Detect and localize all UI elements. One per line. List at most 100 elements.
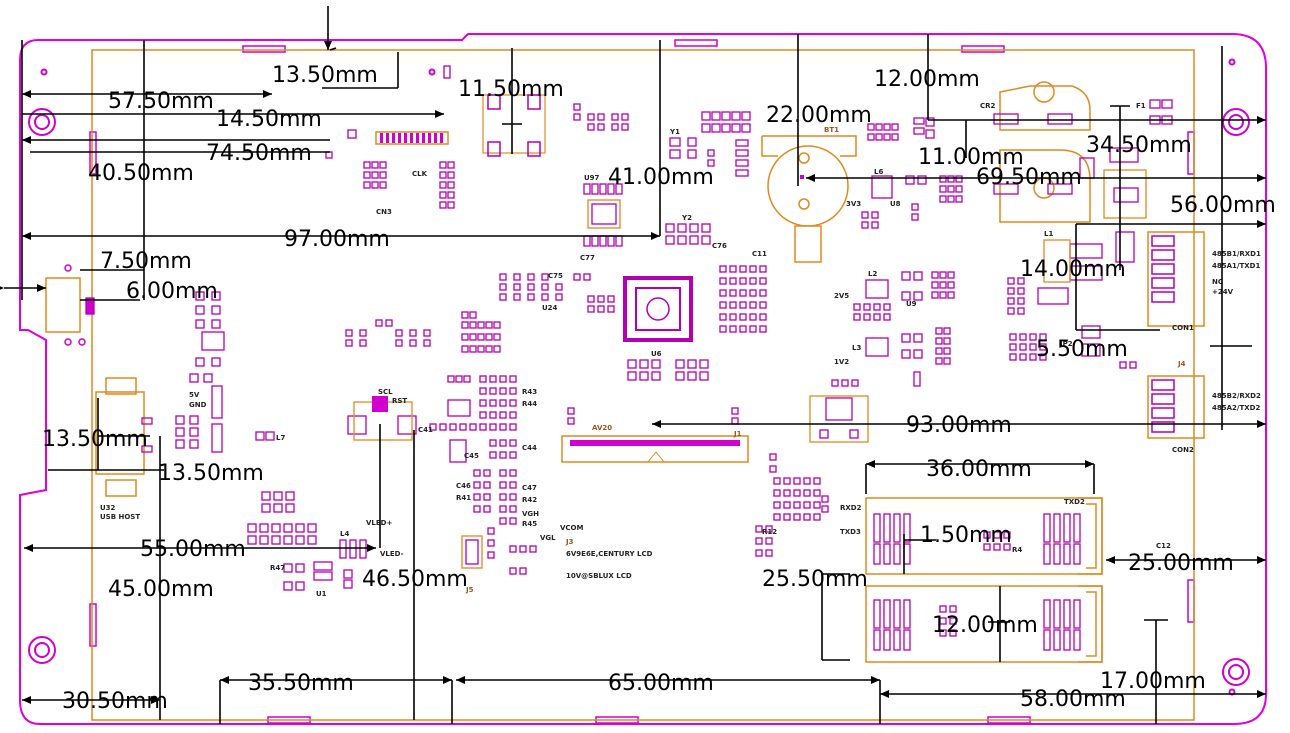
label-2v5: 2V5 (834, 292, 849, 300)
label-r45: R45 (522, 520, 537, 528)
usb-connector (45, 277, 145, 497)
filled-pads (372, 175, 804, 412)
label-485a1: 485A1/TXD1 (1212, 262, 1260, 270)
dim-34-50: 34.50mm (1086, 133, 1192, 158)
mounting-holes (28, 58, 1250, 696)
label-24v: +24V (1212, 288, 1234, 296)
label-r47: R47 (270, 564, 285, 572)
dim-46-50: 46.50mm (362, 567, 468, 592)
dim-36-00: 36.00mm (926, 457, 1032, 482)
dim-6-00: 6.00mm (126, 279, 218, 304)
label-c11: C11 (752, 250, 767, 258)
dimension-arrowhead (1257, 116, 1266, 124)
dim-17-00: 17.00mm (1100, 669, 1206, 694)
label-u9: U9 (906, 300, 917, 308)
label-5v: 5V (189, 391, 200, 399)
dim-12-00-top: 12.00mm (874, 67, 980, 92)
label-c12: C12 (1156, 542, 1171, 550)
dimension-arrowhead (651, 232, 660, 240)
dim-12-00-bot: 12.00mm (932, 613, 1038, 638)
label-gnd: GND (189, 401, 207, 409)
label-r42: R42 (522, 496, 537, 504)
dimension-arrowhead (880, 690, 889, 698)
dimension-arrowhead (324, 41, 332, 50)
label-lcd-line1: 6V9E6E,CENTURY LCD (566, 550, 653, 558)
dimension-line (329, 47, 337, 51)
label-usb-host: USB HOST (100, 513, 140, 521)
label-r43: R43 (522, 388, 537, 396)
dimension-arrowhead (443, 676, 452, 684)
dimension-arrowhead (0, 286, 4, 290)
label-f1: F1 (1136, 102, 1146, 110)
label-485b2: 485B2/RXD2 (1212, 392, 1261, 400)
dimension-arrowhead (1257, 420, 1266, 428)
dim-25-50: 25.50mm (762, 567, 868, 592)
label-j4: J4 (1177, 360, 1186, 368)
label-clk: CLK (412, 170, 428, 178)
dimension-arrowhead (1085, 460, 1094, 468)
dim-13-50-top: 13.50mm (272, 63, 378, 88)
dim-35-50: 35.50mm (248, 671, 354, 696)
dim-14-50: 14.50mm (216, 107, 322, 132)
label-con2: CON2 (1172, 446, 1194, 454)
label-c41: C41 (418, 426, 433, 434)
label-l3: L3 (852, 344, 861, 352)
dim-93-00: 93.00mm (906, 413, 1012, 438)
label-j5: J5 (465, 586, 474, 594)
dimension-arrowhead (1257, 174, 1266, 182)
dimension-arrowhead (1257, 556, 1266, 564)
label-c44: C44 (522, 444, 537, 452)
dim-58-00: 58.00mm (1020, 687, 1126, 712)
dimension-arrowhead (263, 90, 272, 98)
label-u6: U6 (651, 350, 662, 358)
label-lcd-line2: 10V@SBLUX LCD (566, 572, 632, 580)
label-jp2: JP2 (1059, 340, 1073, 348)
dimension-arrowhead (456, 676, 465, 684)
cpu-u6 (623, 276, 693, 342)
dimension-arrowhead (220, 676, 229, 684)
label-vgh: VGH (522, 510, 539, 518)
right-connectors (1147, 231, 1205, 439)
dimension-labels: 13.50mm 57.50mm 11.50mm 14.50mm 74.50mm … (42, 63, 1276, 714)
dimension-arrowhead (866, 460, 875, 468)
dimension-arrowhead (1257, 220, 1266, 228)
board-outline (19, 33, 1267, 725)
label-c76: C76 (712, 242, 727, 250)
label-r41: R41 (456, 494, 471, 502)
label-scl: SCL (378, 388, 393, 396)
dimension-arrowhead (37, 284, 46, 292)
label-j1: J1 (733, 430, 742, 438)
dimension-arrowhead (22, 232, 31, 240)
label-con1: CON1 (1172, 324, 1194, 332)
label-485b1: 485B1/RXD1 (1212, 250, 1261, 258)
dim-30-50: 30.50mm (62, 689, 168, 714)
dim-56-00: 56.00mm (1170, 193, 1276, 218)
dim-11-00: 11.00mm (918, 145, 1024, 170)
label-485a2: 485A2/TXD2 (1212, 404, 1260, 412)
label-1v2: 1V2 (834, 358, 849, 366)
dimension-arrowhead (367, 544, 376, 552)
dim-65-00: 65.00mm (608, 671, 714, 696)
label-r4: R4 (1012, 546, 1022, 554)
dim-45-00: 45.00mm (108, 577, 214, 602)
dim-69-50: 69.50mm (976, 165, 1082, 190)
pad-clusters (85, 65, 1173, 651)
dim-97-00: 97.00mm (284, 227, 390, 252)
dim-7-50: 7.50mm (100, 249, 192, 274)
relay-block-1 (865, 497, 1103, 663)
silkscreen-labels: BT1 U6 AV20 J1 J3 J4 J5 U32 USB HOST CLK… (100, 102, 1261, 598)
label-rst: RST (392, 397, 407, 405)
dimension-arrowhead (871, 676, 880, 684)
dim-41-00: 41.00mm (608, 165, 714, 190)
dimension-arrowhead (806, 174, 815, 182)
silkscreen-outline (91, 49, 1195, 721)
label-c47: C47 (522, 484, 537, 492)
dim-25-00: 25.00mm (1128, 551, 1234, 576)
dimension-arrowhead (24, 544, 33, 552)
dimension-arrowhead (1106, 556, 1115, 564)
dim-13-50-left: 13.50mm (42, 427, 148, 452)
label-cr2: CR2 (980, 102, 996, 110)
dim-5-50: 5.50mm (1036, 337, 1128, 362)
